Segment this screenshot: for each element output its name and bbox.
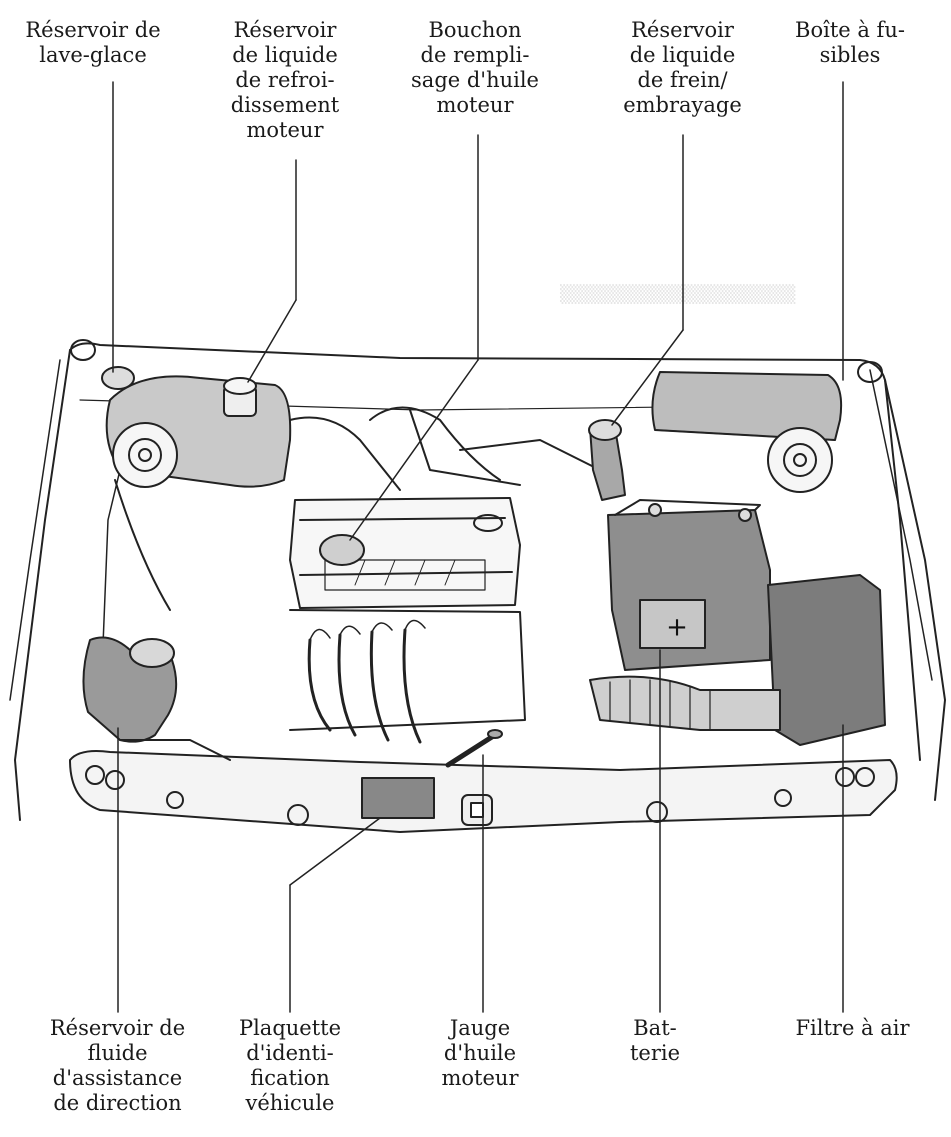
- reservoir-frein-shape: [588, 419, 626, 501]
- engine-block: [289, 406, 601, 744]
- reservoir-direction-shape: [82, 636, 231, 761]
- bouchon-huile-cap: [319, 534, 365, 566]
- jauge-huile-dipstick: [445, 732, 498, 768]
- right-strut-tower: [767, 427, 833, 493]
- leader-lines: [112, 81, 844, 1013]
- bleed-through-text: ▒▒▒▒▒▒▒▒▒▒▒▒▒▒▒▒▒▒: [560, 285, 796, 305]
- filtre-air-shape: [589, 574, 886, 746]
- boite-fusibles-shape: [651, 371, 843, 441]
- battery-plus-symbol: +: [666, 613, 688, 643]
- label-boite-fusibles: Boîte à fu-sibles: [795, 18, 905, 67]
- plaquette-identification-plate: [361, 777, 435, 819]
- label-batterie: Bat-terie: [629, 1016, 681, 1065]
- batterie-shape: [607, 499, 771, 671]
- left-strut-tower: [112, 422, 178, 611]
- label-filtre-air: Filtre à air: [795, 1016, 910, 1040]
